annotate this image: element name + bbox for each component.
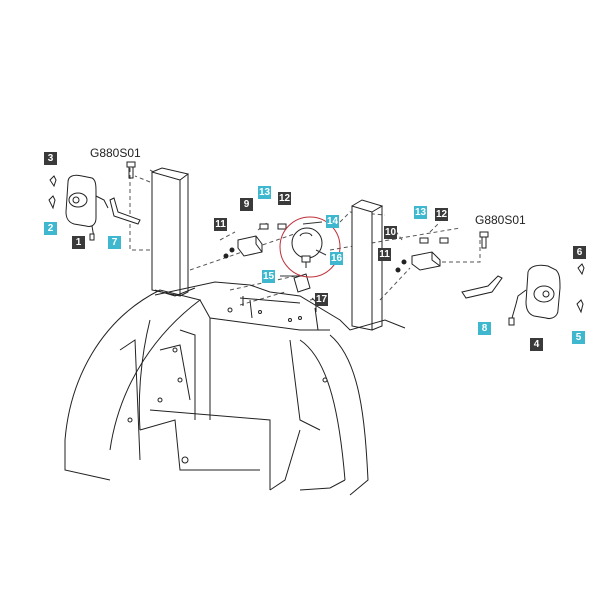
callout-5: 5	[572, 331, 585, 344]
callout-6: 6	[573, 246, 586, 259]
mount-plate	[293, 273, 311, 293]
frame-holes	[127, 307, 328, 464]
callout-13-left: 13	[258, 186, 271, 199]
spacers-left	[259, 223, 287, 230]
left-cover	[48, 175, 57, 210]
beacon-bulb	[291, 227, 323, 268]
callout-2: 2	[44, 222, 57, 235]
callout-1: 1	[72, 236, 85, 249]
callout-15: 15	[262, 270, 275, 283]
part-code-label-left: G880S01	[90, 146, 141, 160]
right-cover	[576, 263, 585, 314]
callout-8: 8	[478, 322, 491, 335]
right-bolt	[479, 231, 489, 249]
callout-7: 7	[108, 236, 121, 249]
callout-10: 10	[384, 226, 397, 239]
callout-11-right: 11	[378, 248, 391, 261]
callout-3: 3	[44, 152, 57, 165]
spacers-right	[419, 237, 449, 244]
right-bracket	[461, 275, 503, 299]
callout-16: 16	[330, 252, 343, 265]
part-code-label-right: G880S01	[475, 213, 526, 227]
nuts	[223, 247, 407, 273]
frame-structure	[64, 281, 406, 496]
studs	[242, 296, 317, 312]
right-post	[351, 199, 384, 331]
left-work-lamp	[65, 174, 109, 241]
callout-9: 9	[240, 198, 253, 211]
right-work-lamp	[508, 264, 561, 326]
left-bolt	[126, 161, 136, 179]
left-bracket	[109, 197, 141, 225]
callout-12-left: 12	[278, 192, 291, 205]
left-post	[151, 167, 196, 297]
rubber-block-right	[411, 251, 441, 271]
callout-4: 4	[530, 338, 543, 351]
rubber-block-left	[237, 235, 263, 257]
callout-12-right: 12	[435, 208, 448, 221]
callout-14: 14	[326, 215, 339, 228]
callout-13-right: 13	[414, 206, 427, 219]
callout-11-left: 11	[214, 218, 227, 231]
highlight-circle	[279, 216, 341, 278]
callout-17: 17	[315, 293, 328, 306]
